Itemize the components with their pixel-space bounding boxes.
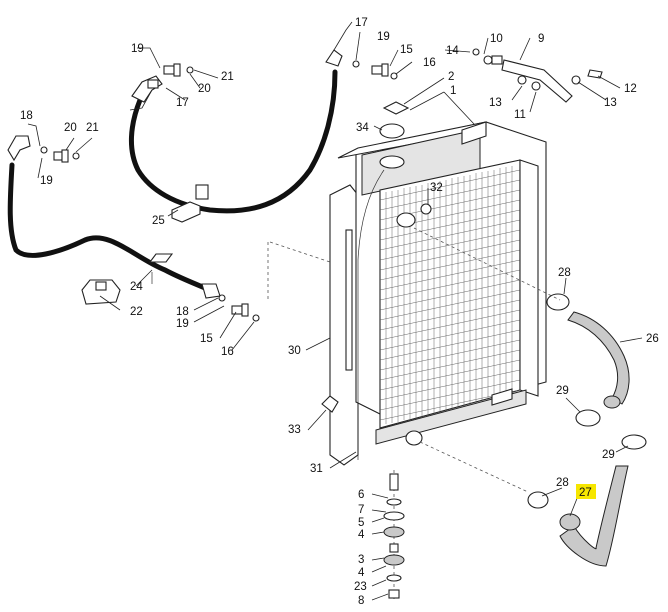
callout-31: 31 — [310, 463, 323, 475]
rubber-block-22 — [81, 279, 121, 305]
callout-14: 14 — [446, 45, 459, 57]
callout-34: 34 — [356, 122, 369, 134]
hose-clamp-29 — [575, 409, 601, 427]
radiator-core — [329, 101, 547, 466]
callout-17: 17 — [355, 17, 368, 29]
callout-12: 12 — [624, 83, 637, 95]
callout-19: 19 — [377, 31, 390, 43]
callout-26: 26 — [646, 333, 659, 345]
callout-labels: 19 17 20 21 17 19 15 16 14 10 9 12 13 13… — [20, 17, 659, 607]
callout-18: 18 — [176, 306, 189, 318]
callout-21: 21 — [86, 122, 99, 134]
callout-19: 19 — [40, 175, 53, 187]
radiator-mesh — [379, 166, 521, 424]
fittings-upper-left — [40, 63, 194, 163]
callout-15: 15 — [200, 333, 213, 345]
callout-21: 21 — [221, 71, 234, 83]
mounting-stack — [383, 473, 405, 599]
callout-1: 1 — [450, 85, 456, 97]
lower-hose-27 — [527, 434, 647, 567]
upper-hose-26 — [546, 293, 630, 409]
callout-23: 23 — [354, 581, 367, 593]
bracket-24 — [148, 253, 174, 284]
callout-17: 17 — [176, 97, 189, 109]
callout-29: 29 — [602, 449, 615, 461]
callout-29: 29 — [556, 385, 569, 397]
callout-25: 25 — [152, 215, 165, 227]
callout-24: 24 — [130, 281, 143, 293]
callout-30: 30 — [288, 345, 301, 357]
callout-32: 32 — [430, 182, 443, 194]
callout-7: 7 — [358, 504, 364, 516]
hydraulic-hose-upper — [128, 49, 343, 214]
callout-10: 10 — [490, 33, 503, 45]
hydraulic-hose-lower — [7, 135, 221, 299]
callout-8: 8 — [358, 595, 364, 607]
callout-15: 15 — [400, 44, 413, 56]
callout-13: 13 — [604, 97, 617, 109]
callout-9: 9 — [538, 33, 544, 45]
callout-28: 28 — [556, 477, 569, 489]
callout-16: 16 — [221, 346, 234, 358]
callout-2: 2 — [448, 71, 454, 83]
fittings-lower-left — [218, 294, 260, 322]
callout-3: 3 — [358, 554, 364, 566]
callout-11: 11 — [514, 109, 526, 121]
bracket-25 — [171, 201, 201, 223]
callout-4: 4 — [358, 567, 365, 579]
highlight-27 — [576, 484, 596, 499]
callout-6: 6 — [358, 489, 364, 501]
callout-13: 13 — [489, 97, 502, 109]
fittings-top-center — [352, 48, 480, 80]
callout-20: 20 — [198, 83, 211, 95]
callout-4: 4 — [358, 529, 365, 541]
callout-18: 18 — [20, 110, 33, 122]
callout-27: 27 — [579, 487, 592, 499]
clip-33 — [321, 395, 339, 413]
callout-19: 19 — [176, 318, 189, 330]
callout-28: 28 — [558, 267, 571, 279]
mounting-bracket-9 — [483, 55, 603, 103]
callout-16: 16 — [423, 57, 436, 69]
callout-22: 22 — [130, 306, 143, 318]
callout-20: 20 — [64, 122, 77, 134]
callout-33: 33 — [288, 424, 301, 436]
callout-19: 19 — [131, 43, 144, 55]
leader-lines — [27, 21, 643, 601]
overflow-pipe-31 — [357, 169, 385, 460]
callout-5: 5 — [358, 517, 364, 529]
